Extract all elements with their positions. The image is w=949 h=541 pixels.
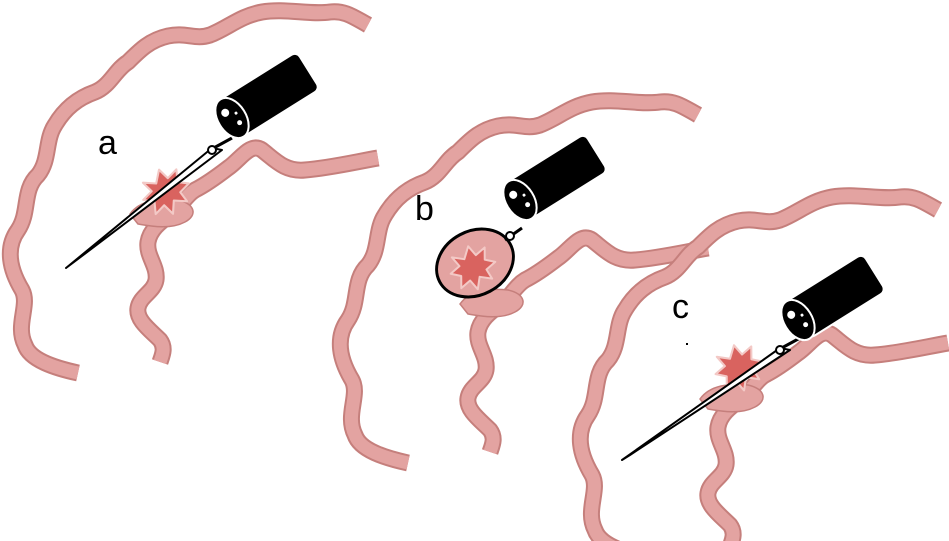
tissue-outline-a xyxy=(10,11,378,373)
endoscope-icon-b xyxy=(496,134,608,226)
needle-icon-c xyxy=(622,338,800,460)
panel-label-a: a xyxy=(98,126,117,160)
panel-c xyxy=(580,196,948,541)
panel-label-b: b xyxy=(415,192,434,226)
stray-dot xyxy=(686,343,688,345)
panel-label-c: c xyxy=(672,290,689,324)
endoscope-icon xyxy=(208,52,320,144)
panel-a xyxy=(10,11,378,373)
tissue-outline-c xyxy=(580,196,948,541)
